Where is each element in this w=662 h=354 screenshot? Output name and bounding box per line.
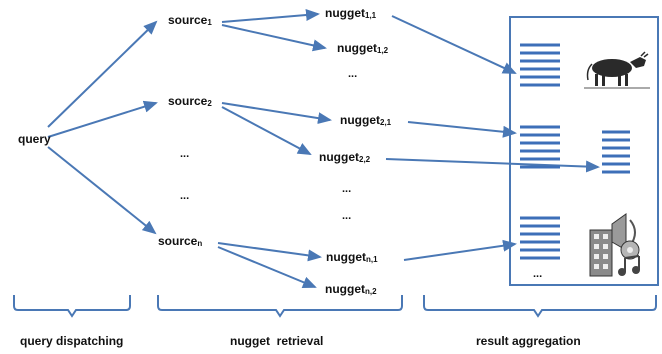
- text-lines-icon: [520, 43, 560, 87]
- phase-nugget-retrieval: nugget retrieval: [230, 334, 324, 348]
- phase-result-aggregation: result aggregation: [476, 334, 581, 348]
- arrow-nugget11-result: [391, 15, 517, 74]
- phase-query-dispatching: query dispatching: [20, 334, 124, 348]
- nugget-n-2-node: nuggetn,2: [325, 282, 377, 296]
- arrow-source1-nugget12: [221, 24, 327, 52]
- ellipsis: ...: [180, 190, 190, 202]
- brace-query-dispatching: [13, 295, 131, 318]
- nugget-2-2-node: nugget2,2: [319, 150, 371, 164]
- arrow-source2-nugget22: [221, 106, 312, 155]
- brace-nugget-retrieval: [157, 295, 403, 318]
- arrow-query-source2: [47, 100, 158, 138]
- cow-icon: [584, 51, 650, 89]
- text-lines-icon: [602, 130, 630, 174]
- arrow-source2-nugget21: [221, 102, 332, 125]
- arrow-sourcen-nuggetn2: [217, 246, 317, 288]
- query-node: query: [18, 132, 51, 146]
- arrow-query-sourcen: [47, 146, 157, 235]
- nugget-1-2-node: nugget1,2: [337, 41, 389, 55]
- arrow-sourcen-nuggetn1: [217, 242, 322, 262]
- multimedia-icon: [589, 213, 640, 277]
- ellipsis: ...: [533, 268, 543, 280]
- arrow-nugget21-result: [407, 121, 517, 138]
- nugget-2-1-node: nugget2,1: [340, 113, 392, 127]
- ellipsis: ...: [342, 210, 352, 222]
- arrow-query-source1: [47, 20, 158, 128]
- arrow-nugget22-result: [385, 158, 600, 173]
- nugget-1-1-node: nugget1,1: [325, 6, 377, 20]
- ellipsis: ...: [342, 183, 352, 195]
- text-lines-icon: [520, 125, 560, 169]
- source-1-node: source1: [168, 13, 212, 27]
- nugget-n-1-node: nuggetn,1: [326, 250, 378, 264]
- brace-result-aggregation: [423, 295, 657, 318]
- arrow-source1-nugget11: [221, 9, 320, 23]
- source-2-node: source2: [168, 94, 212, 108]
- ellipsis: ...: [348, 68, 358, 80]
- ellipsis: ...: [180, 148, 190, 160]
- text-lines-icon: [520, 216, 560, 260]
- arrow-nuggetn1-result: [403, 239, 517, 261]
- result-panel: [509, 16, 659, 286]
- source-n-node: sourcen: [158, 234, 203, 248]
